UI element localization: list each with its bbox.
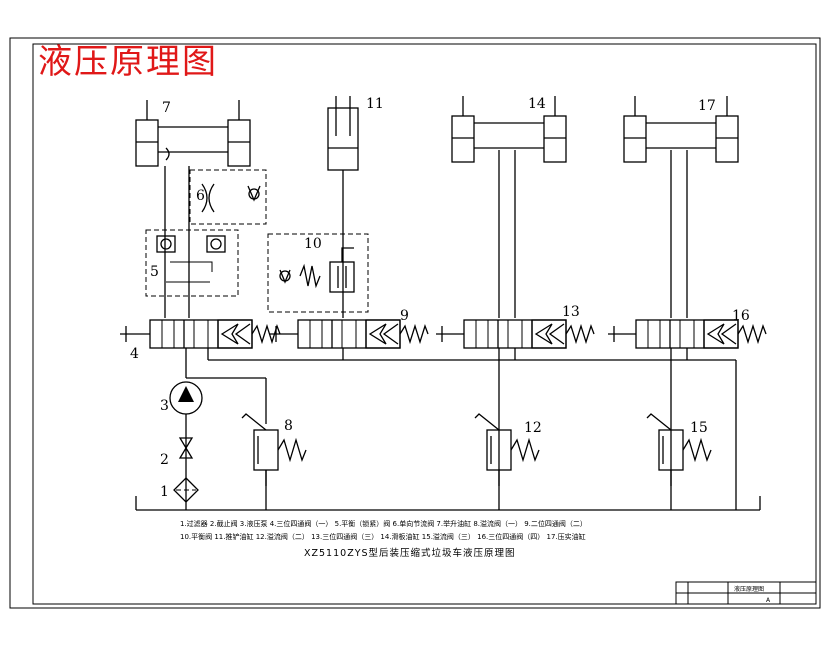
inner-frame [32,43,817,605]
label-10: 10 [304,236,322,252]
legend-row-2: 10.平衡阀 11.推铲油缸 12.溢流阀（二） 13.三位四通阀（三） 14.… [180,532,586,541]
label-3: 3 [160,398,169,414]
hydraulic-pump-3 [169,381,203,415]
cylinder-group-14 [451,95,567,163]
label-6: 6 [196,188,205,204]
valve-16 [635,319,739,349]
cylinder-group-7 [135,99,251,167]
label-2: 2 [160,452,169,468]
label-11: 11 [366,96,384,112]
balance-lock-valve-5 [145,229,239,297]
label-9: 9 [400,308,409,324]
label-13: 13 [562,304,580,320]
filter-1 [173,477,199,503]
valve-4 [149,319,253,349]
label-5: 5 [150,264,159,280]
label-8: 8 [284,418,293,434]
relief-valve-8 [241,413,307,487]
label-14: 14 [528,96,546,112]
throttle-check-valve-6 [189,169,267,225]
diagram-title: 液压原理图 [38,42,218,82]
valve-9 [297,319,401,349]
pipes [135,150,761,511]
label-17: 17 [698,98,716,114]
balance-valve-10 [267,233,369,313]
valve-13 [463,319,567,349]
push-cylinder-11 [327,96,359,318]
label-7: 7 [162,100,171,116]
drawing-frame [9,37,821,609]
title-block: 液压原理图 A [675,581,817,605]
label-4: 4 [130,346,139,362]
stop-valve-2 [178,437,194,459]
label-15: 15 [690,420,708,436]
cylinder-group-17 [623,95,739,163]
label-16: 16 [732,308,750,324]
legend-row-1: 1.过滤器 2.截止阀 3.液压泵 4.三位四通阀（一） 5.平衡（锁紧）阀 6… [180,519,587,528]
diagram-caption: XZ5110ZYS型后装压缩式垃圾车液压原理图 [304,547,516,559]
title-block-sheet: A [766,597,771,604]
title-block-name: 液压原理图 [734,585,764,593]
label-1: 1 [160,484,169,500]
valve-handles [120,325,767,343]
label-12: 12 [524,420,542,436]
